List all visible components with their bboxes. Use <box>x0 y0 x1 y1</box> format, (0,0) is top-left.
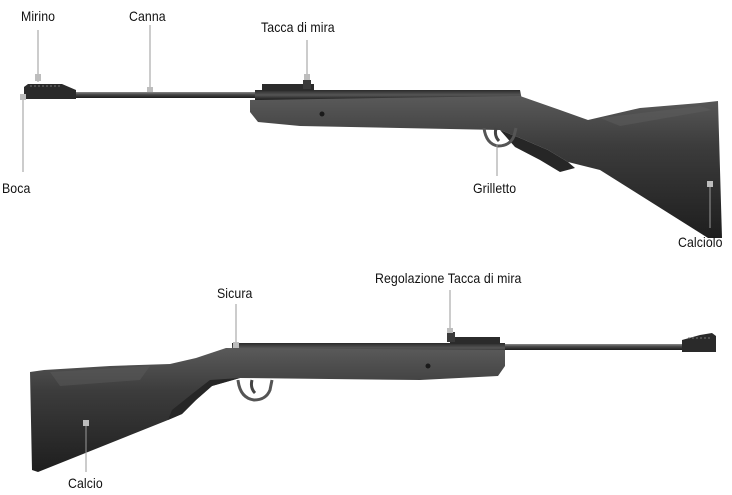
label-mirino: Mirino <box>21 8 55 24</box>
stock-bottom <box>30 348 505 472</box>
trigger-bottom <box>251 380 255 393</box>
rear-sight-top <box>303 80 311 89</box>
label-regolazione-tacca-di-mira: Regolazione Tacca di mira <box>375 270 521 286</box>
label-sicura: Sicura <box>217 285 252 301</box>
rifle-bottom <box>30 332 716 472</box>
label-calciolo: Calciolo <box>678 234 723 250</box>
label-grilletto: Grilletto <box>473 180 516 196</box>
trigger-guard-bottom <box>238 380 272 400</box>
label-canna: Canna <box>129 8 166 24</box>
front-sight-bottom <box>682 333 716 352</box>
label-boca: Boca <box>2 180 30 196</box>
label-tacca-di-mira: Tacca di mira <box>261 19 335 35</box>
rifle-top <box>24 80 722 238</box>
barrel-bottom <box>500 344 712 350</box>
rear-sight-bottom <box>447 332 455 342</box>
label-calcio: Calcio <box>68 475 103 491</box>
